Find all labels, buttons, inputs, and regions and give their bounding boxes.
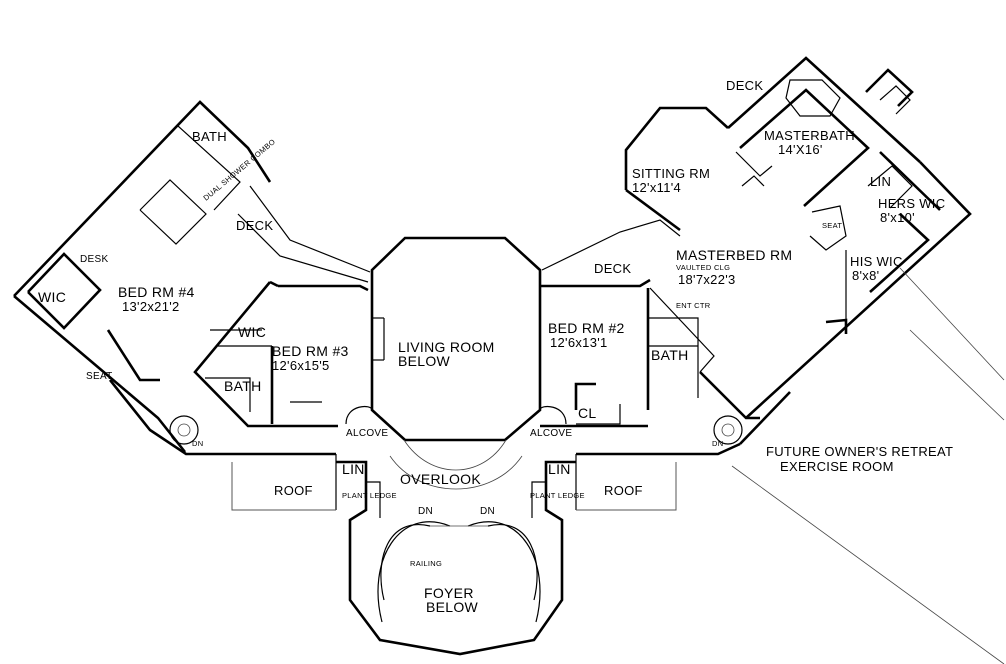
- bath-bed2-label: BATH: [651, 347, 689, 363]
- living-room-walls: [345, 236, 567, 442]
- dual-shower-label: DUAL SHOWER COMBO: [202, 137, 278, 202]
- roof-left-label: ROOF: [274, 483, 313, 498]
- future-retreat-line2-label: EXERCISE ROOM: [780, 459, 894, 474]
- desk-label: DESK: [80, 254, 108, 265]
- bed2-size-label: 12'6x13'1: [550, 335, 608, 350]
- foyer-name-label: FOYER: [424, 585, 474, 601]
- alcove-left-label: ALCOVE: [346, 428, 388, 439]
- room-labels: BATH DUAL SHOWER COMBO DECK DESK BED RM …: [38, 78, 953, 615]
- seat-label: SEAT: [86, 371, 113, 382]
- hers-wic-name-label: HERS WIC: [878, 196, 945, 211]
- sitting-room-name-label: SITTING RM: [632, 166, 710, 181]
- masterbed-size-label: 18'7x22'3: [678, 272, 736, 287]
- bed4-size-label: 13'2x21'2: [122, 299, 180, 314]
- plant-ledge-left-label: PLANT LEDGE: [342, 491, 397, 500]
- closet-label: CL: [578, 405, 597, 421]
- lin-left-label: LIN: [342, 461, 365, 477]
- sitting-room-size-label: 12'x11'4: [632, 180, 681, 195]
- plant-ledge-right-label: PLANT LEDGE: [530, 491, 585, 500]
- dn-left-stair-label: DN: [418, 506, 433, 517]
- foyer-sub-label: BELOW: [426, 599, 479, 615]
- his-wic-name-label: HIS WIC: [850, 254, 903, 269]
- overlook-label: OVERLOOK: [400, 471, 481, 487]
- masterbed-sub-label: VAULTED CLG: [676, 263, 730, 272]
- masterbath-name-label: MASTERBATH: [764, 128, 855, 143]
- dn-right-stair-label: DN: [480, 506, 495, 517]
- future-retreat-line1-label: FUTURE OWNER'S RETREAT: [766, 444, 953, 459]
- hers-wic-size-label: 8'x10': [880, 210, 915, 225]
- deck-mid-label: DECK: [594, 261, 631, 276]
- wic-left-label: WIC: [38, 289, 66, 305]
- dn-spiral-left-label: DN: [192, 439, 203, 448]
- wic-bed3-label: WIC: [238, 324, 266, 340]
- left-wing-walls: [13, 100, 371, 456]
- ent-ctr-label: ENT CTR: [676, 301, 711, 310]
- living-room-label: LIVING ROOM: [398, 339, 495, 355]
- bed2-walls: [540, 219, 715, 428]
- his-wic-size-label: 8'x8': [852, 268, 879, 283]
- roof-right-label: ROOF: [604, 483, 643, 498]
- alcove-right-label: ALCOVE: [530, 428, 572, 439]
- lin-right-label: LIN: [548, 461, 571, 477]
- deck-left-label: DECK: [236, 218, 273, 233]
- bed3-name-label: BED RM #3: [272, 343, 349, 359]
- living-room-sub-label: BELOW: [398, 353, 451, 369]
- bed3-size-label: 12'6x15'5: [272, 358, 330, 373]
- dn-spiral-right-label: DN: [712, 439, 723, 448]
- foyer-walls: [335, 439, 577, 656]
- railing-label: RAILING: [410, 559, 442, 568]
- bath-bed3-label: BATH: [224, 378, 262, 394]
- bed4-name-label: BED RM #4: [118, 284, 195, 300]
- lin-master-label: LIN: [870, 174, 891, 189]
- roof-areas: [231, 462, 677, 511]
- seat-master-label: SEAT: [822, 221, 842, 230]
- bath-top-left-label: BATH: [192, 129, 227, 144]
- deck-right-label: DECK: [726, 78, 763, 93]
- masterbath-size-label: 14'X16': [778, 142, 823, 157]
- masterbed-name-label: MASTERBED RM: [676, 247, 792, 263]
- bed2-name-label: BED RM #2: [548, 320, 625, 336]
- master-suite-walls: [576, 56, 1005, 664]
